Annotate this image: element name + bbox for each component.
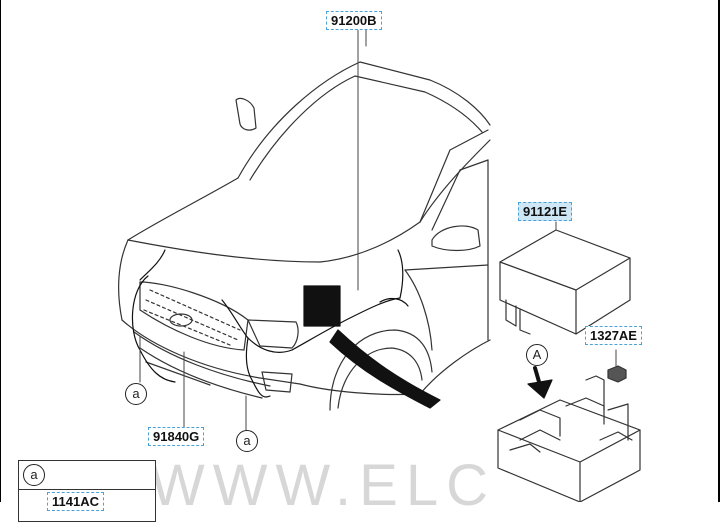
label-91200b: 91200B: [326, 11, 382, 30]
legend-callout-a: a: [23, 464, 45, 486]
car-illustration: [118, 29, 641, 502]
label-1327ae: 1327AE: [585, 326, 642, 345]
detail-legend-box: a 1141AC: [18, 460, 156, 522]
legend-divider: [19, 489, 155, 490]
callout-a-bottom: a: [236, 430, 258, 452]
callout-a-left: a: [125, 383, 147, 405]
callout-detail-a: A: [526, 344, 548, 366]
frame-left-border: [0, 0, 1, 502]
label-91840g: 91840G: [148, 427, 205, 446]
frame-right-border: [718, 0, 720, 502]
label-91121e: 91121E: [518, 202, 573, 221]
